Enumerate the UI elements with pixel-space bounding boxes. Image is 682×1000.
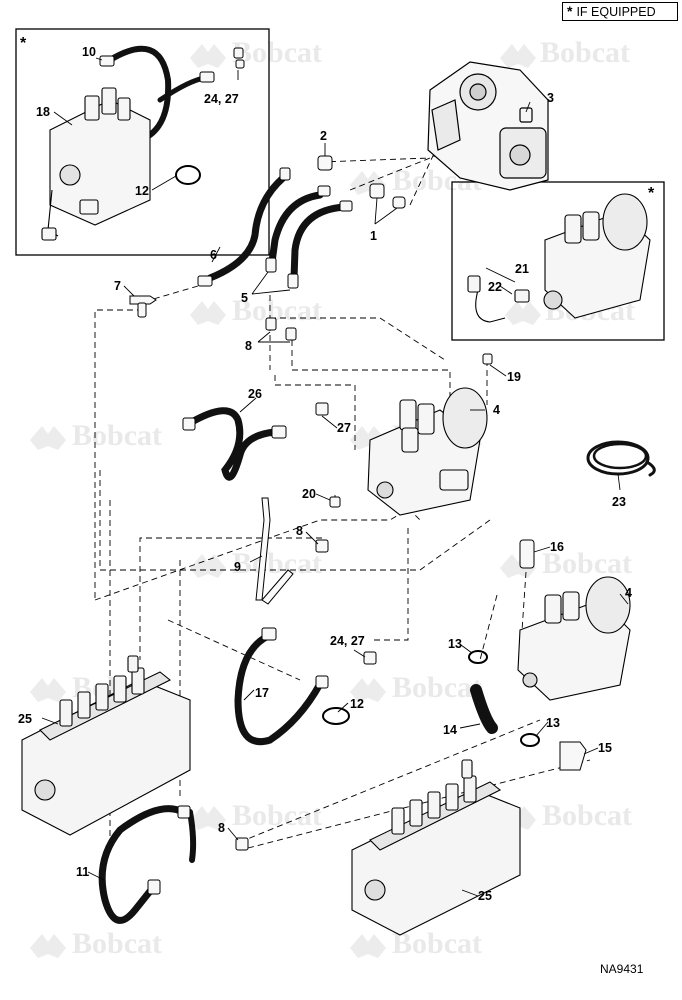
callout-14: 14: [443, 723, 457, 737]
callout-24-27: 24, 27: [330, 634, 365, 648]
callout-21: 21: [515, 262, 529, 276]
hose-6: [206, 174, 287, 282]
hose-11: [98, 805, 187, 924]
watermark-text: Bobcat: [232, 294, 322, 327]
hose-5a: [268, 191, 324, 266]
watermark-text: Bobcat: [72, 927, 162, 960]
hose-10: [107, 45, 172, 138]
callout-11: 11: [76, 865, 89, 879]
callout-8: 8: [245, 339, 252, 353]
inset-right: *: [451, 181, 665, 341]
motor-valve-center: [367, 387, 488, 516]
callout-12: 12: [350, 697, 364, 711]
hose-17: [234, 632, 324, 745]
callout-23: 23: [612, 495, 626, 509]
callout-15: 15: [598, 741, 612, 755]
callout-5: 5: [241, 291, 248, 305]
callout-3: 3: [547, 91, 554, 105]
callout-10: 10: [82, 45, 96, 59]
pipe-9: [255, 497, 294, 605]
callout-13: 13: [448, 637, 462, 651]
watermark-text: Bobcat: [540, 36, 630, 69]
watermark-text: Bobcat: [232, 547, 322, 580]
callout-18: 18: [36, 105, 50, 119]
hose-5b: [290, 203, 349, 282]
callout-8: 8: [218, 821, 225, 835]
asterisk-icon: *: [20, 35, 27, 52]
callout-19: 19: [507, 370, 521, 384]
hoses: [98, 45, 656, 924]
callout-8: 8: [296, 524, 303, 538]
callout-7: 7: [114, 279, 121, 293]
callout-16: 16: [550, 540, 564, 554]
callout-4: 4: [625, 586, 632, 600]
watermark-text: Bobcat: [542, 547, 632, 580]
pump-assembly: [427, 61, 549, 191]
callout-12: 12: [135, 184, 149, 198]
callout-25: 25: [478, 889, 492, 903]
main-control-valve-right: [351, 759, 521, 936]
figure-id: NA9431: [600, 962, 644, 976]
callout-17: 17: [255, 686, 269, 700]
watermark-text: Bobcat: [232, 799, 322, 832]
motor-valve-right: [517, 576, 631, 701]
callout-1: 1: [370, 229, 377, 243]
callout-6: 6: [210, 248, 217, 262]
callout-27: 27: [337, 421, 351, 435]
callout-4: 4: [493, 403, 500, 417]
control-valve-inset: [41, 87, 151, 241]
fittings: [99, 47, 587, 895]
callout-13: 13: [546, 716, 560, 730]
callout-25: 25: [18, 712, 32, 726]
watermark-text: Bobcat: [392, 671, 482, 704]
hose-26: [186, 407, 279, 481]
if-equipped-label: IF EQUIPPED: [576, 5, 656, 19]
dashed-routing: [94, 129, 591, 849]
inset-top-left: *: [15, 28, 270, 256]
hose-14: [470, 684, 498, 734]
valve-right-inset: [467, 193, 651, 323]
asterisk-icon: *: [567, 3, 573, 19]
watermark-text: Bobcat: [72, 419, 162, 452]
callout-layer: 10 24, 27 18 12 2 3 1 6 5 7 8 19 4 26 27…: [18, 45, 632, 903]
if-equipped-legend: *IF EQUIPPED: [562, 2, 678, 21]
watermark-text: Bobcat: [232, 36, 322, 69]
callout-24-27: 24, 27: [204, 92, 239, 106]
callout-9: 9: [234, 560, 241, 574]
callout-26: 26: [248, 387, 262, 401]
callout-20: 20: [302, 487, 316, 501]
asterisk-icon: *: [648, 185, 655, 202]
callout-22: 22: [488, 280, 502, 294]
leader-lines: [41, 57, 629, 897]
callout-2: 2: [320, 129, 327, 143]
main-control-valve-left: [21, 655, 191, 836]
watermark-text: Bobcat: [392, 927, 482, 960]
watermark-text: Bobcat: [542, 799, 632, 832]
